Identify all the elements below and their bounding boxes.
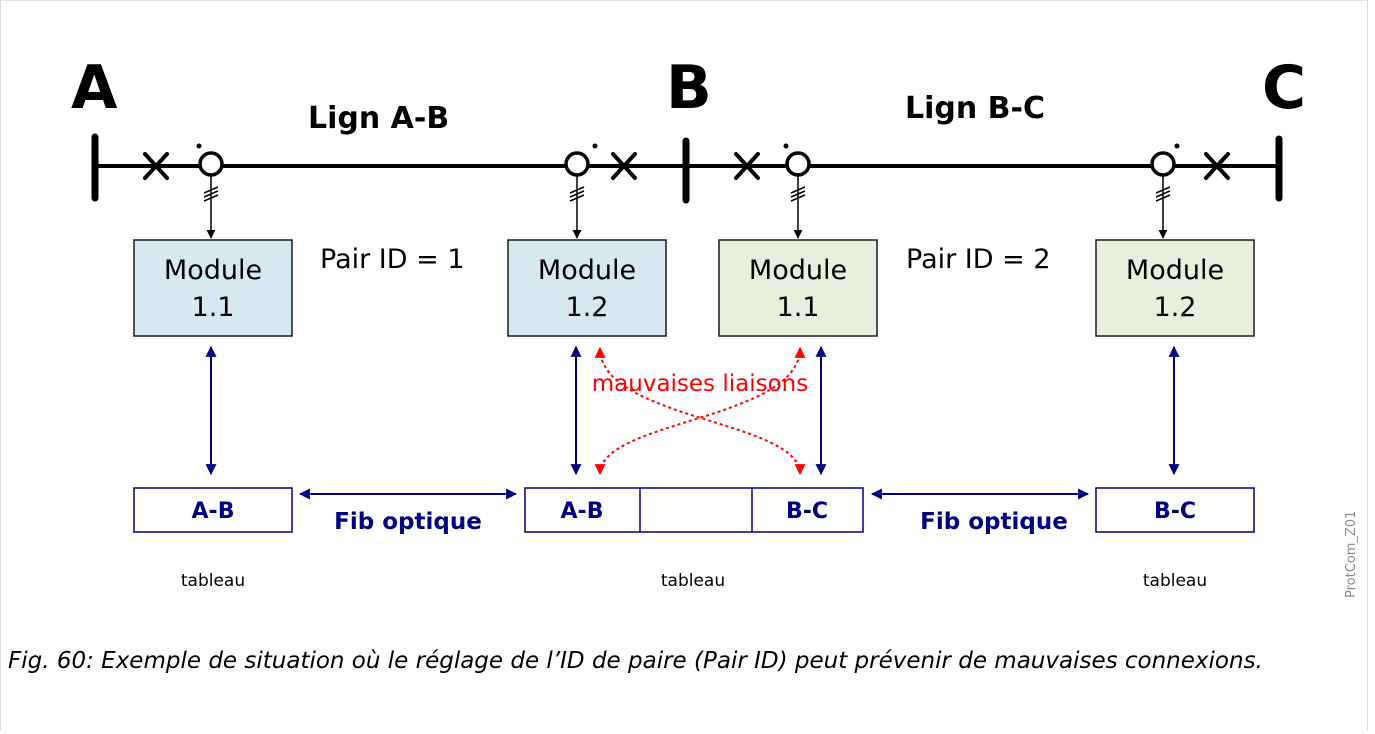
fiber-label-left: Fib optique <box>334 509 482 535</box>
module-box-bg <box>507 239 667 337</box>
cabinet-caption-left: tableau <box>181 571 245 591</box>
module-box-bg <box>1095 239 1255 337</box>
module-box-ab-1-2: Module 1.2 <box>507 239 667 337</box>
wrong-link-arrow <box>594 346 806 476</box>
breaker-icon <box>734 152 760 180</box>
breaker-icon <box>611 152 637 180</box>
module-number: 1.1 <box>777 292 820 323</box>
cabinet-middle: A-B B-C <box>524 487 864 533</box>
module-number: 1.2 <box>1154 292 1197 323</box>
pair-id-label-2: Pair ID = 2 <box>906 244 1051 275</box>
cabinet-left-label: A-B <box>192 499 235 524</box>
current-transformer-icon <box>196 143 224 239</box>
module-label: Module <box>749 255 847 286</box>
module-box-bg <box>718 239 878 337</box>
cabinet-middle-outline <box>524 487 864 533</box>
module-number: 1.2 <box>566 292 609 323</box>
module-label: Module <box>1126 255 1224 286</box>
module-number: 1.1 <box>192 292 235 323</box>
station-label-c: C <box>1262 53 1306 123</box>
line-label-ab: Lign A-B <box>308 101 449 136</box>
cabinet-right-label: B-C <box>1154 499 1196 524</box>
cabinet-middle-left-label: A-B <box>561 499 604 524</box>
cabinet-middle-right-label: B-C <box>786 499 828 524</box>
current-transformer-icon <box>564 143 598 239</box>
current-transformer-icon <box>1150 143 1180 239</box>
wrong-link-arrow <box>594 346 806 476</box>
figure-caption: Fig. 60: Exemple de situation où le régl… <box>8 648 1263 674</box>
line-label-bc: Lign B-C <box>905 91 1045 126</box>
pair-id-label-1: Pair ID = 1 <box>320 244 465 275</box>
station-label-a: A <box>71 53 118 123</box>
module-box-bc-1-1: Module 1.1 <box>718 239 878 337</box>
module-box-bg <box>133 239 293 337</box>
figure-id-label: ProtCom_Z01 <box>1344 511 1359 598</box>
current-transformer-icon <box>783 143 811 239</box>
fiber-label-right: Fib optique <box>920 509 1068 535</box>
breaker-icon <box>143 152 169 180</box>
module-label: Module <box>538 255 636 286</box>
module-box-bc-1-2: Module 1.2 <box>1095 239 1255 337</box>
breaker-icon <box>1204 152 1230 180</box>
pair-id-diagram: A B C Lign A-B Lign B-C <box>71 53 1359 598</box>
wrong-links-label: mauvaises liaisons <box>592 371 808 397</box>
module-box-ab-1-1: Module 1.1 <box>133 239 293 337</box>
cabinet-caption-right: tableau <box>1143 571 1207 591</box>
cabinet-left <box>133 487 293 533</box>
cabinet-right <box>1095 487 1255 533</box>
cabinet-caption-middle: tableau <box>661 571 725 591</box>
station-label-b: B <box>666 53 712 123</box>
module-label: Module <box>164 255 262 286</box>
